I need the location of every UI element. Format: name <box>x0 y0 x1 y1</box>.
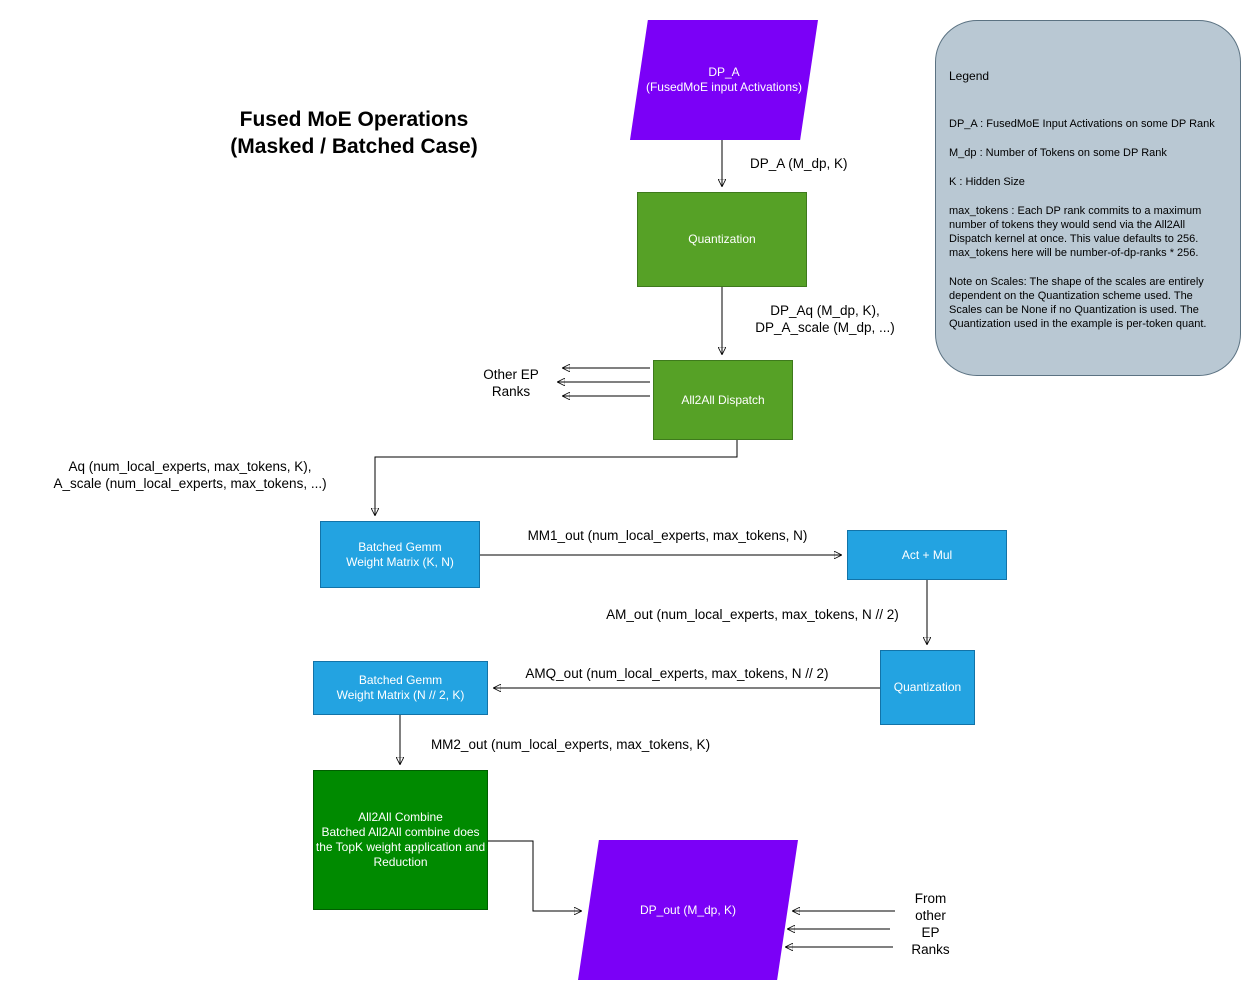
node-batched-gemm-1: Batched Gemm Weight Matrix (K, N) <box>320 521 480 588</box>
node-quantization-2: Quantization <box>880 650 975 725</box>
legend-box: Legend DP_A : FusedMoE Input Activations… <box>935 20 1241 376</box>
label-am-out: AM_out (num_local_experts, max_tokens, N… <box>606 607 899 622</box>
node-all2all-combine: All2All Combine Batched All2All combine … <box>313 770 488 910</box>
diagram-title: Fused MoE Operations (Masked / Batched C… <box>230 108 478 158</box>
legend-item-max-tokens: max_tokens : Each DP rank commits to a m… <box>949 205 1202 259</box>
node-dp-out: DP_out (M_dp, K) <box>578 840 798 980</box>
legend-item-note-on-scales: Note on Scales: The shape of the scales … <box>949 276 1207 330</box>
legend-item-k: K : Hidden Size <box>949 176 1025 188</box>
label-dp-a-out: DP_A (M_dp, K) <box>750 156 848 171</box>
node-act-mul: Act + Mul <box>847 530 1007 580</box>
label-other-ep-ranks: Other EP Ranks <box>483 367 539 399</box>
label-mm2-out: MM2_out (num_local_experts, max_tokens, … <box>430 737 711 752</box>
legend-item-m-dp: M_dp : Number of Tokens on some DP Rank <box>949 147 1167 159</box>
label-mm1-out: MM1_out (num_local_experts, max_tokens, … <box>527 528 808 543</box>
node-dp-a: DP_A (FusedMoE input Activations) <box>630 20 818 140</box>
label-quant-out: DP_Aq (M_dp, K), DP_A_scale (M_dp, ...) <box>755 303 895 335</box>
legend-item-dp-a: DP_A : FusedMoE Input Activations on som… <box>949 118 1215 130</box>
label-amq-out: AMQ_out (num_local_experts, max_tokens, … <box>525 666 829 681</box>
node-batched-gemm-2: Batched Gemm Weight Matrix (N // 2, K) <box>313 661 488 715</box>
label-dispatch-out: Aq (num_local_experts, max_tokens, K), A… <box>53 459 327 491</box>
legend-title: Legend <box>949 69 990 83</box>
label-from-other-ep-ranks: From other EP Ranks <box>911 891 950 957</box>
node-all2all-dispatch: All2All Dispatch <box>653 360 793 440</box>
node-quantization-1: Quantization <box>637 192 807 287</box>
edge-dispatch-to-gemm1 <box>375 440 738 515</box>
edge-combine-to-dpout <box>488 840 581 911</box>
